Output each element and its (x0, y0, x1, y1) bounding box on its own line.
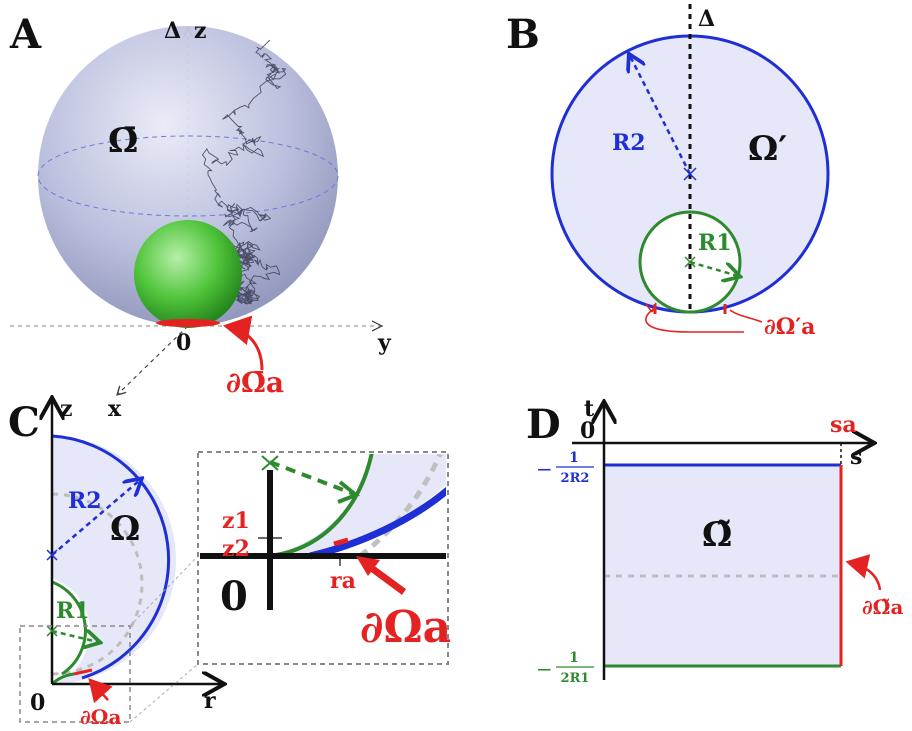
r-label-c: r (204, 688, 216, 714)
inset-z2-label: z2 (222, 536, 250, 562)
delta-label-b: Δ (698, 6, 715, 32)
top-tick-minus: − (536, 457, 553, 481)
r1-label-b: R1 (698, 230, 732, 256)
zoom-box-c (19, 625, 131, 723)
absorbing-segment-c (73, 668, 93, 676)
delta-label-a: Δ (164, 18, 181, 44)
domain-label-c: Ω (110, 509, 140, 549)
inner-hole-c (52, 578, 90, 684)
boundary-bracket-b (645, 309, 744, 333)
top-tick-numerator: 1 (569, 450, 579, 466)
panel-c-letter: C (8, 399, 40, 446)
inset-absorbing-segment (333, 537, 349, 547)
boundary-label-c: ∂Ωa (80, 705, 121, 729)
outer-arc-c (51, 434, 171, 680)
radius-r1-arrow-c (51, 631, 98, 642)
radius-r2-arrow-b (630, 56, 692, 175)
bottom-tick-label-d: − 1 2R1 (536, 650, 594, 686)
inset-outer-arc (309, 486, 446, 560)
inset-inner-arc (269, 454, 374, 558)
s-label-d: s (850, 444, 862, 470)
inset-z1-label: z1 (222, 508, 250, 534)
domain-label-b: Ω′ (748, 129, 787, 169)
panel-d-letter: D (526, 401, 561, 448)
top-tick-denominator: 2R2 (561, 471, 590, 486)
bottom-tick-denominator: 2R1 (561, 671, 590, 686)
panel-a: A Ω̄ Δ z 0 y x ∂Ω̄a (9, 11, 392, 422)
domain-label-d: Ω̃ (702, 515, 732, 555)
top-tick-label-d: − 1 2R2 (536, 450, 594, 486)
zoom-connector-top (129, 555, 199, 627)
inner-arc-c (51, 580, 87, 676)
radius-r2-arrow-c (51, 480, 140, 556)
inset-r1-arrow (269, 460, 355, 496)
intermediate-arc-c (51, 492, 144, 676)
center-r2-b (683, 167, 697, 181)
boundary-arrow-d (845, 554, 882, 591)
boundary-label-b: ∂Ω′a (764, 314, 815, 340)
inset-r1-arrowhead (337, 480, 360, 504)
y-label-a: y (377, 330, 392, 356)
y-arrowhead-a (371, 320, 384, 332)
zoom-connector-bottom (129, 663, 199, 723)
z-label-a: z (194, 18, 207, 44)
r1-label-c: R1 (56, 598, 90, 624)
boundary-arrow-right-b (729, 309, 763, 323)
boundary-arrow-left-b (645, 302, 657, 313)
panel-a-letter: A (9, 11, 42, 58)
z-label-c: z (60, 396, 73, 422)
inset-center-r1 (261, 455, 279, 471)
inset-ra-label: ra (330, 568, 356, 594)
inset-origin: 0 (220, 573, 248, 620)
r2-label-c: R2 (68, 488, 102, 514)
origin-c: 0 (30, 690, 45, 716)
origin-a: 0 (176, 330, 191, 356)
bottom-tick-numerator: 1 (569, 650, 579, 666)
x-axis-a (118, 325, 189, 394)
inset-c: z1 z2 ra 0 ∂Ωa (197, 451, 451, 665)
inset-region (270, 454, 446, 556)
x-label-a: x (108, 396, 122, 422)
domain-rect-d (604, 465, 841, 666)
domain-label-a: Ω̄ (108, 121, 138, 161)
inset-boundary-arrowhead (356, 556, 380, 576)
r2-label-b: R2 (612, 130, 646, 156)
t-label-d: t (584, 396, 595, 422)
boundary-arrow-c (88, 678, 113, 704)
center-r1-b (684, 256, 696, 268)
inset-intermediate-arc (358, 454, 443, 559)
boundary-label-a: ∂Ω̄a (226, 366, 284, 399)
equator (37, 135, 339, 217)
panel-b: B Δ R2 R1 Ω′ ∂Ω′a (506, 4, 830, 340)
panel-c: C z r 0 R2 R1 Ω ∂Ωa (8, 396, 451, 729)
origin-d: 0 (580, 418, 595, 444)
absorbing-patch-a (156, 319, 220, 327)
boundary-arrow-a (223, 315, 264, 371)
bottom-tick-minus: − (536, 657, 553, 681)
inset-boundary-label: ∂Ωa (360, 602, 451, 653)
sa-label-d: sa (830, 412, 857, 438)
outer-sphere (38, 26, 338, 326)
inner-sphere (134, 220, 242, 328)
panel-d: D t 0 s sa − 1 2R2 − 1 2R1 Ω̃ ∂Ω̃a (526, 396, 903, 686)
panel-b-letter: B (506, 11, 540, 58)
boundary-label-d: ∂Ω̃a (862, 595, 903, 619)
